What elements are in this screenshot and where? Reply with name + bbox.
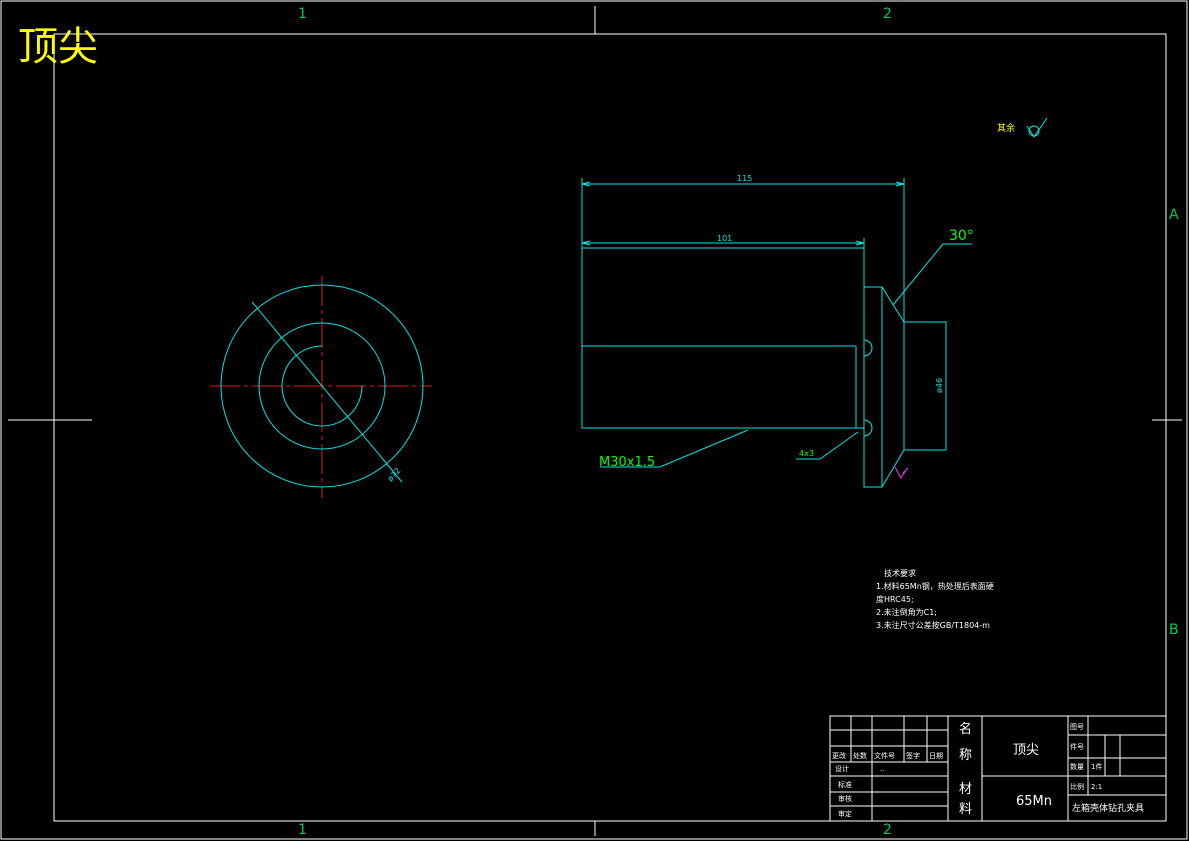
groove-label: 4x3 xyxy=(799,449,814,458)
rev-header-sign: 签字 xyxy=(906,751,920,760)
zone-label-bottom-2: 2 xyxy=(883,822,892,838)
rev-header-file: 文件号 xyxy=(874,751,895,760)
angle-label: 30° xyxy=(949,228,974,244)
outer-diameter-label: ø72 xyxy=(386,466,403,483)
tech-line-2: 度HRC45; xyxy=(876,594,914,604)
tech-line-3: 2.未注倒角为C1; xyxy=(876,607,937,617)
thread-label: M30x1.5 xyxy=(599,455,655,470)
drawing-no-label: 图号 xyxy=(1070,723,1084,731)
review-label: 审核 xyxy=(838,794,852,803)
cone-roughness-icon xyxy=(894,466,909,479)
name-label-1: 名 xyxy=(959,721,972,737)
assembly-name: 左箱壳体钻孔夹具 xyxy=(1072,802,1144,814)
zone-label-top-2: 2 xyxy=(883,6,892,22)
part-name: 顶尖 xyxy=(1013,743,1039,758)
drawing-title: 顶尖 xyxy=(18,24,98,70)
zone-label-right-b: B xyxy=(1169,622,1179,638)
body-top-edge xyxy=(582,247,865,287)
groove-bottom xyxy=(863,419,873,437)
collar xyxy=(863,286,883,488)
dim-101-label: 101 xyxy=(717,234,732,243)
material-label-2: 料 xyxy=(959,802,972,817)
rev-header-count: 处数 xyxy=(853,751,867,760)
material-value: 65Mn xyxy=(1016,794,1052,809)
diameter-leader xyxy=(251,301,393,471)
tech-line-4: 3.未注尺寸公差按GB/T1804-m xyxy=(876,620,990,630)
inner-border xyxy=(53,33,1167,822)
title-block xyxy=(829,715,1167,822)
tech-line-1: 1.材料65Mn钢，热处理后表面硬 xyxy=(876,581,994,591)
middle-circle xyxy=(258,322,386,450)
name-label-2: 称 xyxy=(959,748,972,763)
roughness-note: 其余 xyxy=(997,117,1048,138)
body-outline xyxy=(581,248,864,429)
tech-requirements: 技术要求 1.材料65Mn钢，热处理后表面硬 度HRC45; 2.未注倒角为C1… xyxy=(876,568,994,630)
thread-leader xyxy=(600,429,749,468)
approve-label: 审定 xyxy=(838,809,852,818)
dim-46-label: ø46 xyxy=(935,378,944,393)
zone-label-top-1: 1 xyxy=(298,6,307,22)
roughness-icon xyxy=(1026,117,1048,138)
end-view: ø72 xyxy=(210,276,432,498)
design-label: 设计 xyxy=(835,764,849,773)
piece-no-label: 件号 xyxy=(1070,742,1084,751)
design-value: .. xyxy=(880,765,884,773)
side-view xyxy=(581,178,972,488)
scale-value: 2:1 xyxy=(1091,783,1102,791)
scale-label: 比例 xyxy=(1070,782,1084,791)
standard-label: 标准 xyxy=(838,780,852,789)
rev-header-date: 日期 xyxy=(929,752,943,760)
dim-115-label: 115 xyxy=(737,174,752,183)
tech-heading: 技术要求 xyxy=(884,568,916,578)
angle-leader xyxy=(892,243,972,306)
groove-top xyxy=(863,339,873,357)
material-label-1: 材 xyxy=(959,782,972,797)
zone-label-right-a: A xyxy=(1169,207,1179,223)
quantity-label: 数量 xyxy=(1070,762,1084,771)
diameter-leader-ext xyxy=(391,469,403,483)
outer-circle xyxy=(220,284,424,488)
quantity-value: 1件 xyxy=(1091,762,1102,771)
rev-header-change: 更改 xyxy=(832,751,846,760)
groove-leader xyxy=(796,431,859,460)
center-lines xyxy=(210,276,432,498)
roughness-note-text: 其余 xyxy=(997,122,1015,134)
zone-label-bottom-1: 1 xyxy=(298,822,307,838)
